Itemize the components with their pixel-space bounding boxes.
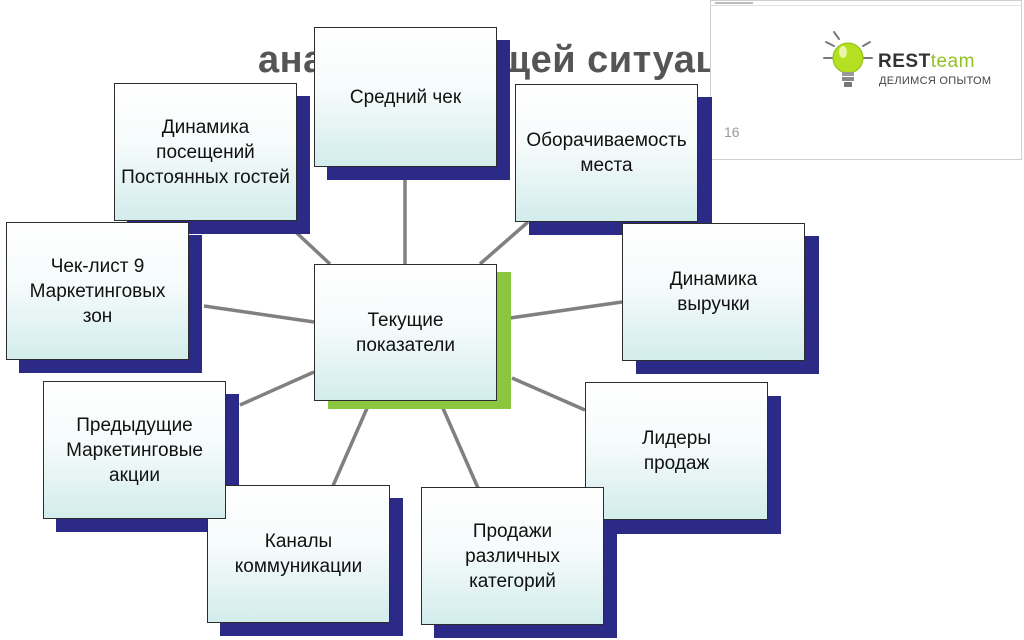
title-left-fragment: ана <box>258 39 325 81</box>
node-label: Предыдущие Маркетинговые акции <box>66 414 203 486</box>
connector-revenue-dynamics <box>509 300 623 320</box>
connector-category-sales <box>440 405 480 489</box>
node-turnover: Оборачиваемость места <box>515 84 698 222</box>
node-label: Продажи различных категорий <box>465 520 560 592</box>
node-prev-promos: Предыдущие Маркетинговые акции <box>43 381 226 519</box>
node-label: Динамика выручки <box>669 269 758 315</box>
node-category-sales: Продажи различных категорий <box>421 487 604 625</box>
node-label: Лидеры продаж <box>642 428 711 474</box>
node-avg-check: Средний чек <box>314 27 497 167</box>
lightbulb-icon <box>823 31 873 87</box>
node-center: Текущие показатели <box>314 264 497 401</box>
node-label: Каналы коммуникации <box>234 531 363 577</box>
node-top-sellers: Лидеры продаж <box>585 382 768 520</box>
node-checklist: Чек-лист 9 Маркетинговых зон <box>6 222 189 360</box>
logo-panel-mark <box>715 2 753 4</box>
logo-panel <box>710 0 1022 160</box>
node-revenue-dynamics: Динамика выручки <box>622 223 805 361</box>
node-label: Динамика посещений Постоянных гостей <box>121 116 290 188</box>
node-label: Оборачиваемость места <box>526 130 687 176</box>
connector-turnover <box>478 220 530 266</box>
connector-checklist <box>203 304 315 324</box>
logo-panel-rule <box>711 5 1021 6</box>
connector-top-sellers <box>511 376 586 412</box>
connector-channels <box>330 405 370 489</box>
node-regular-guests: Динамика посещений Постоянных гостей <box>114 83 297 221</box>
brand-tagline: ДЕЛИМСЯ ОПЫТОМ <box>879 75 992 87</box>
center-label: Текущие показатели <box>356 309 455 356</box>
brand-accent: team <box>930 51 975 72</box>
connector-prev-promos <box>239 370 315 407</box>
brand-logo-text: RESTteam <box>878 52 975 72</box>
node-channels: Каналы коммуникации <box>207 485 390 623</box>
node-label: Средний чек <box>349 86 462 108</box>
page-number: 16 <box>724 124 740 140</box>
node-label: Чек-лист 9 Маркетинговых зон <box>29 255 166 327</box>
brand-main: REST <box>878 51 931 72</box>
